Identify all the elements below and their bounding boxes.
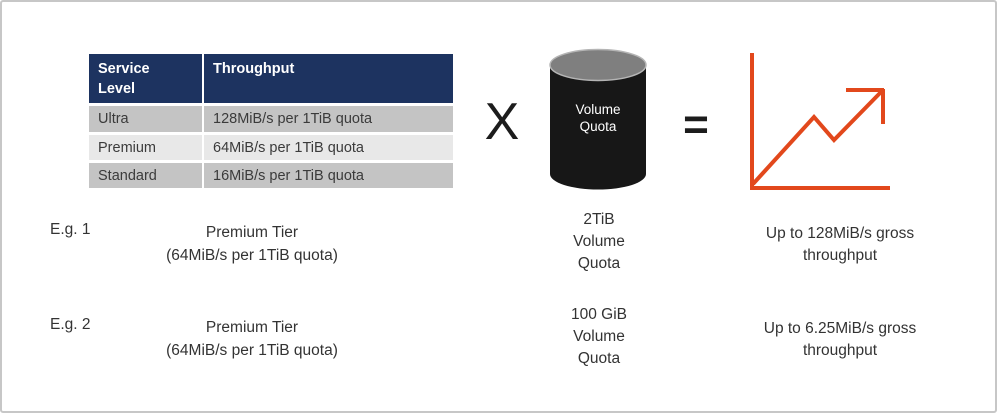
multiply-operator: X: [484, 93, 520, 151]
equals-operator: =: [683, 100, 709, 149]
service-cell-premium: Premium: [89, 135, 202, 160]
example-1-tier: Premium Tier (64MiB/s per 1TiB quota): [127, 221, 377, 267]
cylinder-label: Volume Quota: [575, 102, 621, 134]
service-cell-standard: Standard: [89, 163, 202, 188]
example-2-tier-detail: (64MiB/s per 1TiB quota): [166, 342, 338, 359]
example-1-tier-name: Premium Tier: [205, 224, 299, 241]
throughput-cell-premium: 64MiB/s per 1TiB quota: [204, 135, 453, 160]
table-header-throughput: Throughput: [204, 54, 453, 103]
example-1-quota: 2TiB Volume Quota: [573, 211, 625, 272]
example-1-tier-detail: (64MiB/s per 1TiB quota): [166, 247, 338, 264]
example-2-tier-name: Premium Tier: [205, 319, 299, 336]
example-1-result: Up to 128MiB/s gross throughput: [765, 225, 915, 264]
throughput-cell-ultra: 128MiB/s per 1TiB quota: [204, 106, 453, 132]
example-2-label: E.g. 2: [50, 316, 91, 333]
example-2-tier: Premium Tier (64MiB/s per 1TiB quota): [127, 316, 377, 362]
example-2-result: Up to 6.25MiB/s gross throughput: [763, 320, 917, 359]
throughput-cell-standard: 16MiB/s per 1TiB quota: [204, 163, 453, 188]
service-level-table: Service Level Throughput Ultra 128MiB/s …: [89, 54, 453, 188]
volume-quota-cylinder-icon: [549, 48, 647, 190]
service-cell-ultra: Ultra: [89, 106, 202, 132]
growth-chart-icon: [750, 53, 890, 190]
example-1-label: E.g. 1: [50, 221, 91, 238]
example-2-quota: 100 GiB Volume Quota: [570, 306, 627, 367]
table-header-service-level: Service Level: [89, 54, 202, 103]
